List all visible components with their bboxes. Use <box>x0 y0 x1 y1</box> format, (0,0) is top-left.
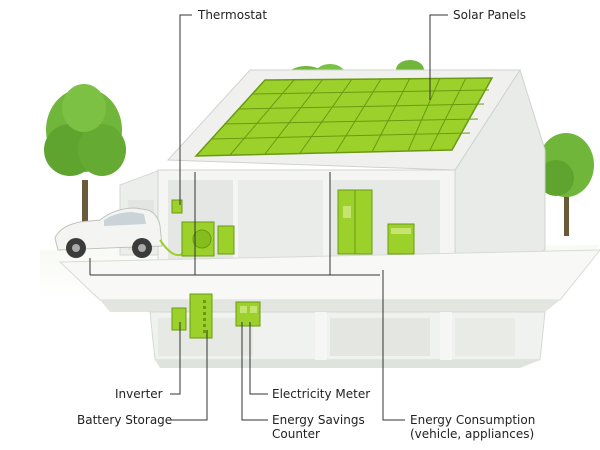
label-battery-storage: Battery Storage <box>77 413 173 427</box>
tree-left <box>44 84 126 230</box>
refrigerator <box>337 189 373 255</box>
electric-car <box>54 207 163 258</box>
label-energy-savings-line1: Energy Savings <box>272 413 365 427</box>
tree-right <box>538 133 594 236</box>
electricity-meters <box>235 301 261 327</box>
label-inverter: Inverter <box>115 387 163 401</box>
solar-panel-array <box>194 77 494 157</box>
label-electricity-meter: Electricity Meter <box>272 387 371 401</box>
label-energy-consumption-line1: Energy Consumption <box>410 413 536 427</box>
appliance <box>387 223 415 255</box>
label-energy-savings-counter: Energy Savings Counter <box>272 413 365 441</box>
thermostat-device <box>171 199 183 214</box>
label-thermostat: Thermostat <box>198 8 268 22</box>
callout-lines <box>170 14 448 421</box>
label-solar-panels: Solar Panels <box>453 8 527 22</box>
battery-storage-device <box>189 293 213 339</box>
label-energy-consumption-line2: (vehicle, appliances) <box>410 427 535 441</box>
inverter-device <box>171 307 187 331</box>
label-energy-consumption: Energy Consumption (vehicle, appliances) <box>410 413 535 441</box>
label-energy-savings-line2: Counter <box>272 427 320 441</box>
ground-floor-units <box>181 221 235 257</box>
